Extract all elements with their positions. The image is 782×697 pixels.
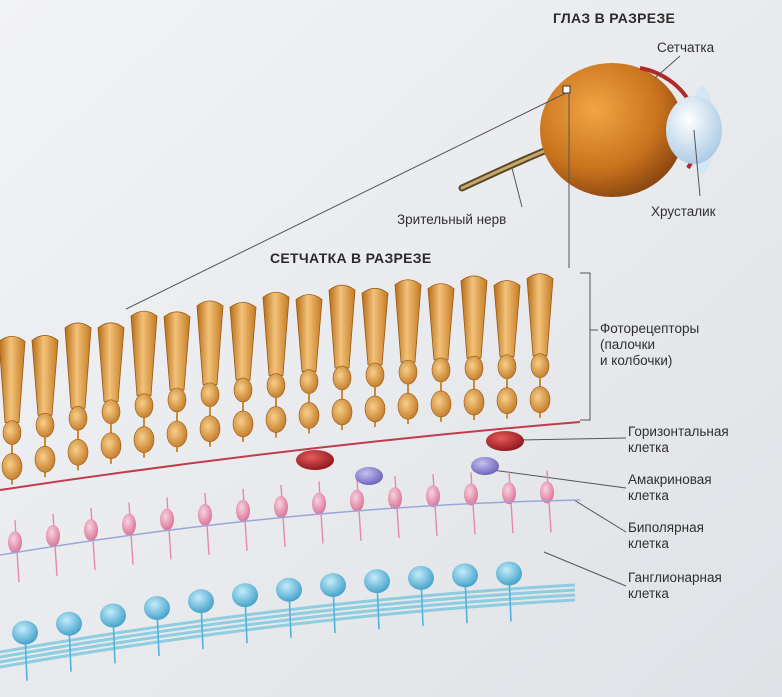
photoreceptor-synapse — [233, 411, 253, 437]
photoreceptor-synapse — [530, 387, 550, 413]
photoreceptor-synapse — [101, 433, 121, 459]
bipolar-cell — [388, 487, 402, 509]
photoreceptor-cell-body — [201, 383, 219, 407]
photoreceptor-synapse — [266, 407, 286, 433]
photoreceptor-synapse — [2, 454, 22, 480]
photoreceptor-synapse — [200, 416, 220, 442]
photoreceptor-cell-body — [366, 363, 384, 387]
photoreceptors-line-3: и колбочки) — [600, 353, 699, 369]
bipolar-cell — [464, 483, 478, 505]
amacrine-cell — [471, 457, 499, 475]
ganglion-cell — [364, 569, 390, 593]
bipolar-cell-label: Биполярная клетка — [628, 520, 704, 552]
photoreceptor-cell-body — [234, 378, 252, 402]
photoreceptor-cell-body — [432, 358, 450, 382]
photoreceptor-synapse — [398, 393, 418, 419]
bipolar-cell — [198, 504, 212, 526]
photoreceptor-synapse — [35, 446, 55, 472]
ganglion-cell — [452, 563, 478, 587]
horizontal-cell — [486, 431, 524, 451]
bipolar-cell — [122, 514, 136, 536]
retina-label: Сетчатка — [657, 40, 714, 56]
bipolar-cell — [274, 496, 288, 518]
photoreceptor-cell-body — [333, 366, 351, 390]
ganglion-cell — [12, 621, 38, 645]
photoreceptor-synapse — [497, 388, 517, 414]
photoreceptor-synapse — [431, 391, 451, 417]
horizontal-cell-line-2: клетка — [628, 440, 729, 456]
photoreceptor-cell-body — [498, 355, 516, 379]
amacrine-cell-line-1: Амакриновая — [628, 472, 712, 488]
bipolar-cell — [312, 493, 326, 515]
bipolar-cell — [426, 485, 440, 507]
bipolar-cell — [8, 531, 22, 553]
photoreceptor-cell-body — [36, 413, 54, 437]
bipolar-cell — [160, 508, 174, 530]
ganglion-cell — [100, 603, 126, 627]
photoreceptors-line-1: Фоторецепторы — [600, 321, 699, 337]
bipolar-cell — [236, 500, 250, 522]
photoreceptor-cell-body — [69, 406, 87, 430]
ganglion-cell — [188, 589, 214, 613]
ganglion-cell-line-2: клетка — [628, 586, 722, 602]
ganglion-cell — [56, 612, 82, 636]
photoreceptor-synapse — [299, 403, 319, 429]
bipolar-cell — [84, 519, 98, 541]
bipolar-cell — [502, 482, 516, 504]
photoreceptor-cell-body — [267, 374, 285, 398]
photoreceptor-cell-body — [300, 370, 318, 394]
horizontal-cell-line-1: Горизонтальная — [628, 424, 729, 440]
bipolar-cell — [46, 525, 60, 547]
horizontal-cell — [296, 450, 334, 470]
ganglion-cell — [320, 573, 346, 597]
bipolar-cell-line-2: клетка — [628, 536, 704, 552]
photoreceptor-cell-body — [168, 388, 186, 412]
bipolar-cell — [350, 490, 364, 512]
photoreceptors-line-2: (палочки — [600, 337, 699, 353]
ganglion-cell — [276, 578, 302, 602]
amacrine-cell-label: Амакриновая клетка — [628, 472, 712, 504]
horizontal-cell-label: Горизонтальная клетка — [628, 424, 729, 456]
photoreceptor-cell-body — [135, 394, 153, 418]
ganglion-cell — [232, 583, 258, 607]
ganglion-cell — [408, 566, 434, 590]
photoreceptor-synapse — [134, 427, 154, 453]
optic-nerve-label: Зрительный нерв — [397, 212, 506, 228]
photoreceptors-label: Фоторецепторы (палочки и колбочки) — [600, 321, 699, 369]
amacrine-cell — [355, 467, 383, 485]
eye-section-title: ГЛАЗ В РАЗРЕЗЕ — [553, 10, 675, 26]
magnified-spot — [563, 86, 570, 93]
photoreceptor-cell-body — [102, 400, 120, 424]
photoreceptor-cell-body — [531, 354, 549, 378]
photoreceptor-synapse — [365, 396, 385, 422]
photoreceptor-cell-body — [399, 360, 417, 384]
photoreceptor-synapse — [464, 389, 484, 415]
retina-section-title: СЕТЧАТКА В РАЗРЕЗЕ — [270, 250, 432, 266]
ganglion-cell-label: Ганглионарная клетка — [628, 570, 722, 602]
photoreceptor-synapse — [167, 421, 187, 447]
lens-label: Хрусталик — [651, 204, 716, 220]
photoreceptor-synapse — [68, 439, 88, 465]
photoreceptor-synapse — [332, 399, 352, 425]
ganglion-cell — [144, 596, 170, 620]
ganglion-cell-line-1: Ганглионарная — [628, 570, 722, 586]
photoreceptor-cell-body — [3, 421, 21, 445]
bipolar-cell-line-1: Биполярная — [628, 520, 704, 536]
amacrine-cell-line-2: клетка — [628, 488, 712, 504]
photoreceptor-cell-body — [465, 356, 483, 380]
ganglion-cell — [496, 562, 522, 586]
